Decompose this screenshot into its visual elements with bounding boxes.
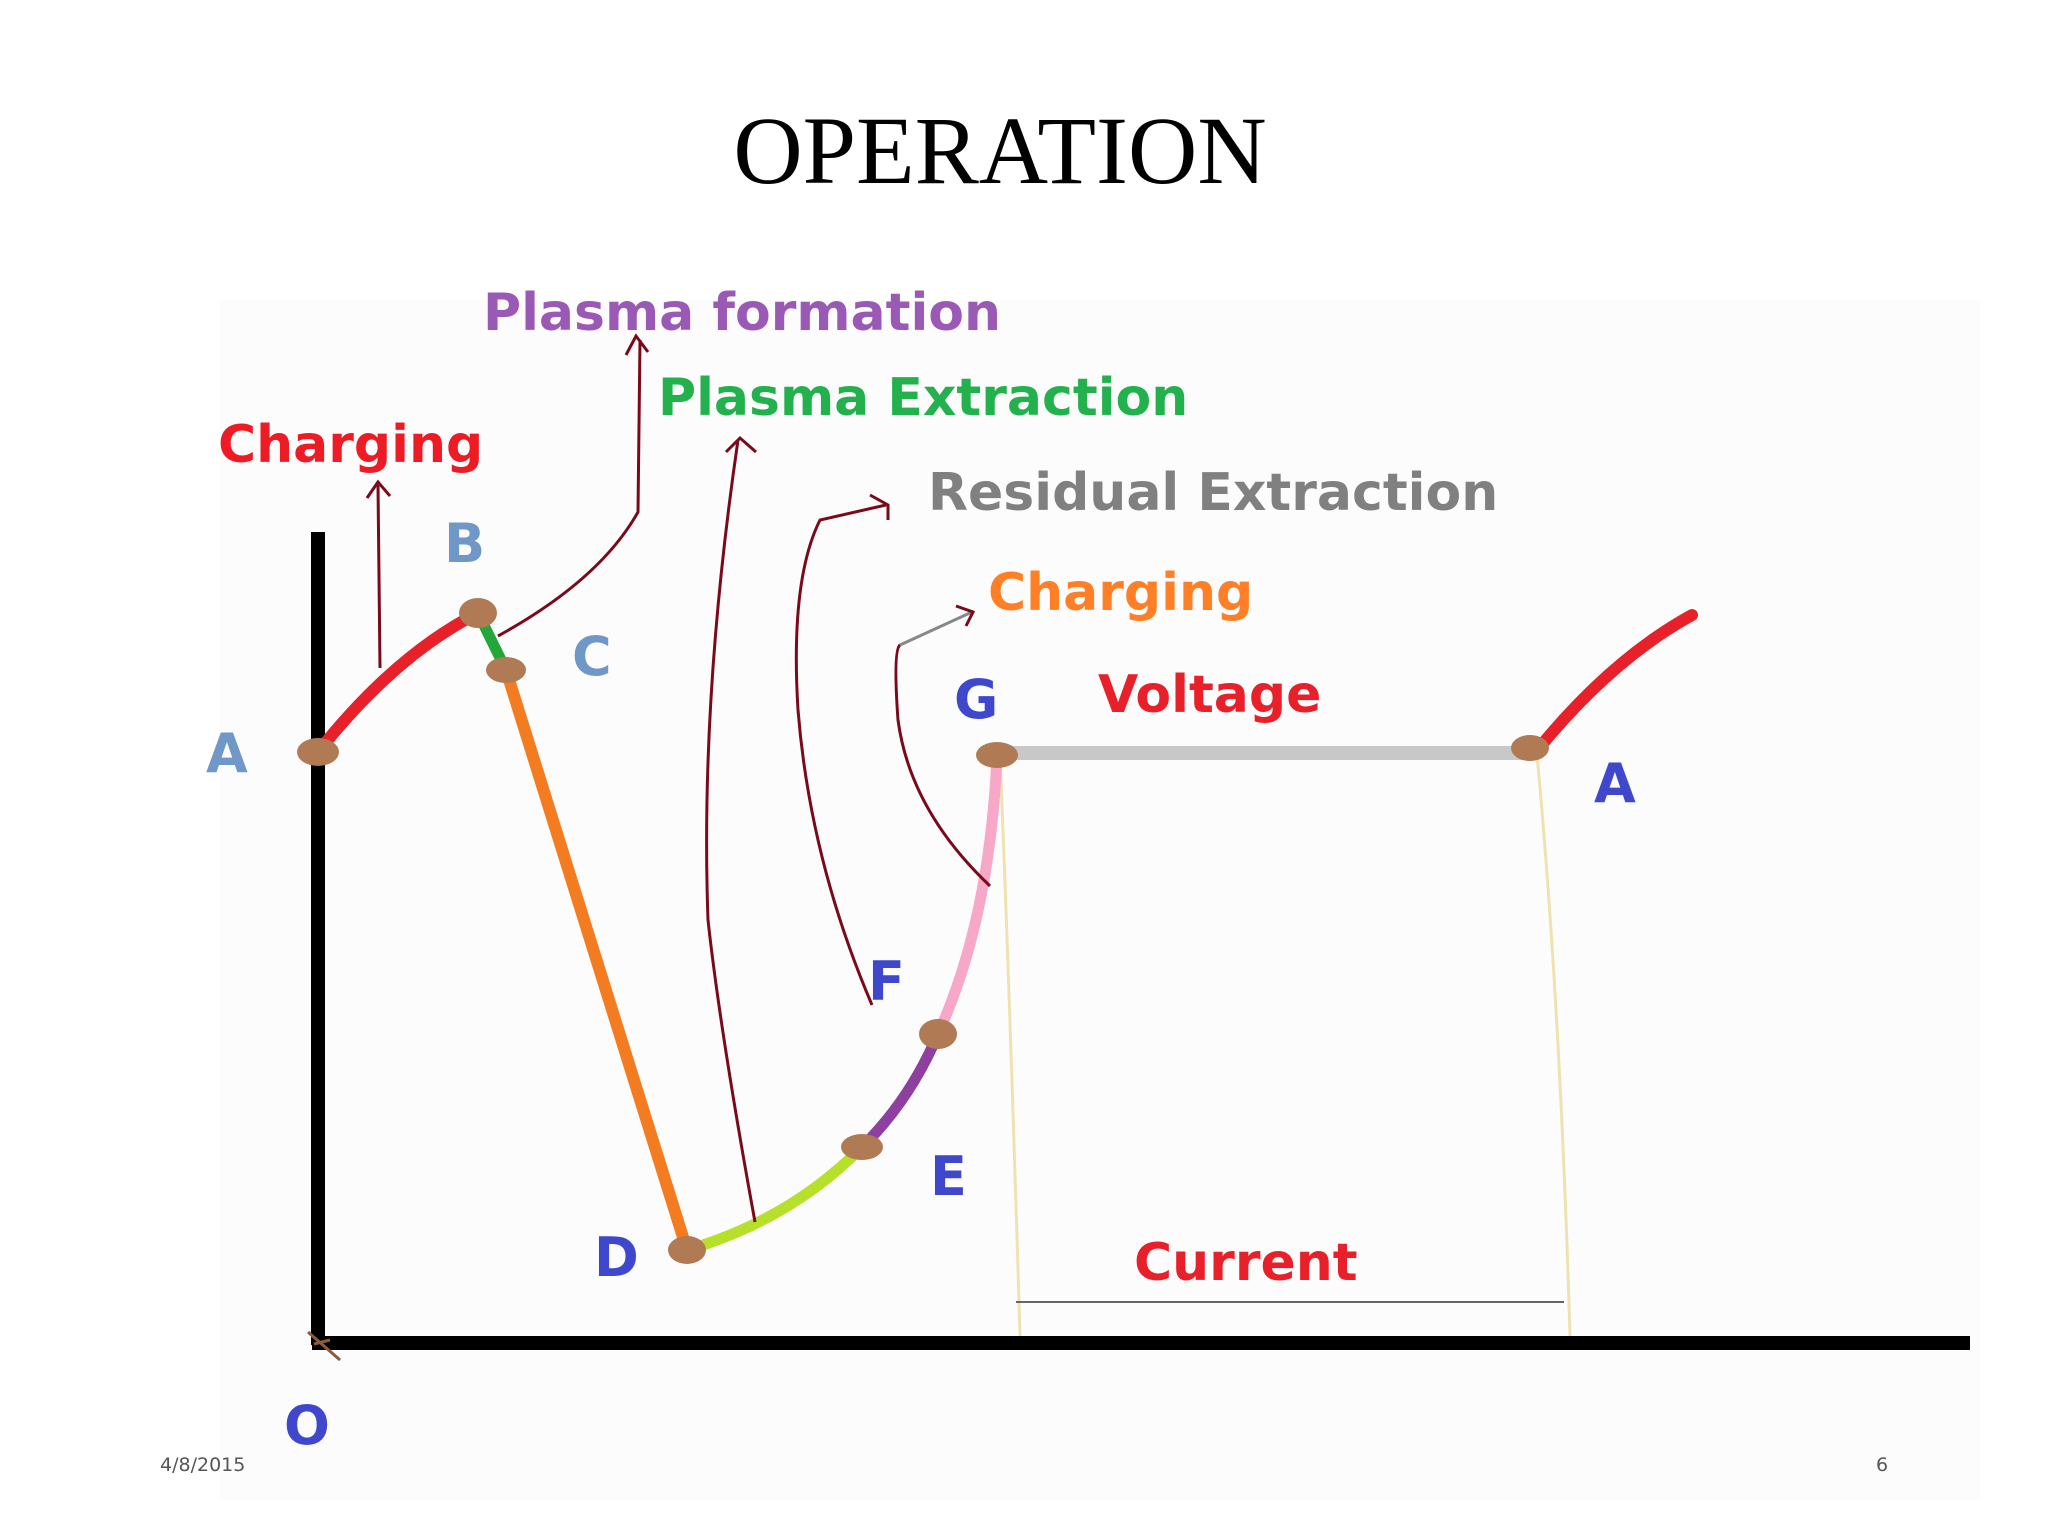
arrow-plasma-formation-stem — [497, 339, 642, 638]
arrow-plasma-extraction-stem — [705, 439, 757, 1223]
point-label-d: D — [594, 1226, 639, 1289]
point-label-c: C — [572, 625, 612, 688]
label-residual-extraction: Residual Extraction — [928, 463, 1498, 523]
node-c — [486, 657, 526, 683]
segment-plasma-extraction-cd — [500, 664, 693, 1256]
point-label-a-right: A — [1594, 752, 1636, 815]
node-e — [841, 1134, 883, 1160]
arrow-charging-stem — [376, 484, 382, 669]
arrow-residual-stem — [794, 503, 887, 1006]
point-label-origin: O — [284, 1394, 330, 1457]
origin-mark — [307, 1330, 341, 1362]
point-label-g: G — [954, 668, 998, 731]
arrow-plasma-formation-head — [624, 333, 650, 356]
point-label-f: F — [868, 950, 905, 1013]
point-label-e: E — [930, 1145, 967, 1208]
label-plasma-extraction: Plasma Extraction — [658, 368, 1188, 428]
label-plasma-formation: Plasma formation — [483, 283, 1001, 343]
slide-title: OPERATION — [733, 97, 1267, 204]
arrow-charging2-stem — [894, 643, 992, 888]
label-voltage: Voltage — [1098, 665, 1321, 725]
current-right-boundary — [1535, 754, 1572, 1337]
segment-charging-ab — [312, 607, 484, 758]
node-a-left — [297, 738, 339, 766]
label-current: Current — [1134, 1233, 1358, 1293]
annotation-arrows — [365, 333, 992, 1223]
node-d — [668, 1236, 706, 1264]
point-label-a-left: A — [206, 722, 248, 785]
current-left-boundary — [998, 754, 1022, 1337]
arrow-residual-head — [869, 493, 890, 520]
slide-page-number: 6 — [1876, 1454, 1889, 1476]
node-f — [919, 1019, 957, 1049]
diagram-background — [220, 300, 1980, 1500]
segment-residual-de — [681, 1141, 868, 1256]
node-group — [297, 598, 1549, 1264]
arrow-charging2-tip — [899, 610, 973, 647]
label-charging-1: Charging — [218, 415, 483, 475]
node-b — [459, 598, 497, 628]
node-a-right — [1511, 735, 1549, 761]
point-label-b: B — [444, 512, 485, 575]
arrow-charging-head — [365, 479, 392, 499]
slide-date: 4/8/2015 — [160, 1454, 246, 1476]
segment-charging-right — [1529, 609, 1698, 759]
arrow-charging2-head — [955, 604, 976, 627]
arrow-plasma-extraction-head — [724, 435, 757, 454]
segment-fg — [932, 754, 1003, 1037]
node-g — [976, 742, 1018, 768]
label-charging-2: Charging — [988, 563, 1253, 623]
